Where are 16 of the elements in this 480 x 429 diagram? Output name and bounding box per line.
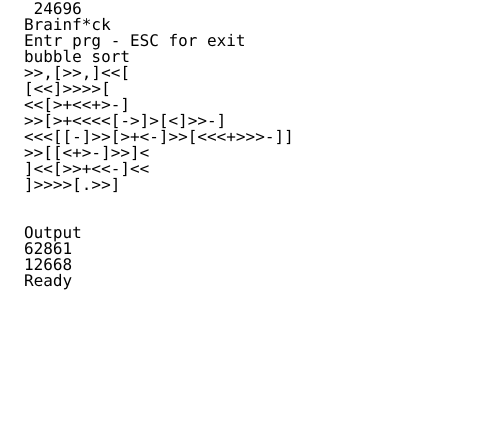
code-line: ]<<[>>+<<-]<< bbox=[24, 161, 150, 177]
counter-value: 24696 bbox=[34, 1, 82, 17]
code-line: ]>>>>[.>>] bbox=[24, 177, 120, 193]
prompt-text: Entr prg - ESC for exit bbox=[24, 33, 246, 49]
code-line: >>,[>>,]<<[ bbox=[24, 65, 130, 81]
status-text: Ready bbox=[24, 273, 72, 289]
code-line: <<[>+<<+>-] bbox=[24, 97, 130, 113]
output-value: 62861 bbox=[24, 241, 72, 257]
code-line: >>[[<+>-]>>]< bbox=[24, 145, 150, 161]
output-heading: Output bbox=[24, 225, 82, 241]
program-name: bubble sort bbox=[24, 49, 130, 65]
code-line: <<<[[-]>>[>+<-]>>[<<<+>>>-]] bbox=[24, 129, 294, 145]
program-title: Brainf*ck bbox=[24, 17, 111, 33]
code-line: >>[>+<<<<[->]>[<]>>-] bbox=[24, 113, 226, 129]
output-value: 12668 bbox=[24, 257, 72, 273]
code-line: [<<]>>>>[ bbox=[24, 81, 111, 97]
